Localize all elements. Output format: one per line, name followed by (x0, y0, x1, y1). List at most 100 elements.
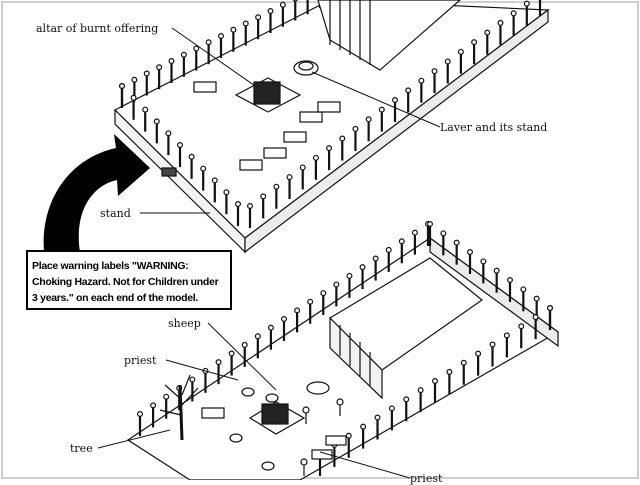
fence-post-cap (168, 57, 175, 64)
fence-post-cap (312, 154, 319, 161)
leader-laver (311, 71, 441, 128)
fence-post-cap (385, 246, 392, 253)
fence-post-cap (292, 0, 298, 2)
fence-post-cap (137, 411, 144, 418)
fence-post-cap (365, 116, 372, 123)
fence-post-cap (223, 189, 230, 196)
label-priest: priest (124, 354, 157, 367)
top-fence-left (118, 0, 322, 226)
fence-post-cap (480, 258, 487, 265)
bench (299, 111, 323, 123)
fence-post-cap (471, 39, 478, 46)
bottom-laver (306, 381, 330, 395)
fence-post-cap (267, 8, 274, 15)
top-altar (234, 77, 302, 113)
fence-post-cap (326, 145, 333, 152)
top-tent (317, 0, 461, 71)
warning-label-box: Place warning labels "WARNING: Choking H… (26, 250, 232, 310)
fence-post-cap (218, 32, 225, 39)
leader-lines (97, 27, 441, 479)
fence-post-cap (507, 277, 514, 284)
fence-post-cap (241, 341, 248, 348)
label-tree: tree (70, 442, 93, 455)
fence-post-cap (444, 58, 451, 65)
fence-post-cap (523, 0, 530, 7)
fence-post-cap (267, 324, 274, 331)
fence-post-cap (230, 26, 237, 33)
leader-priest-left (165, 359, 239, 381)
fence-post-cap (150, 402, 157, 409)
top-courtyard-model (113, 0, 550, 254)
fence-post-cap (493, 267, 500, 274)
bottom-priests (300, 398, 344, 476)
fence-post-cap (131, 76, 138, 83)
top-benches (193, 81, 341, 171)
fence-post-cap (193, 45, 200, 52)
bench (239, 159, 263, 171)
fence-post-cap (189, 376, 196, 383)
fence-post-cap (299, 164, 306, 171)
fence-post-cap (281, 316, 288, 323)
fence-post-cap (467, 249, 474, 256)
bench (283, 131, 307, 143)
fence-post-cap (156, 64, 163, 71)
fence-post-cap (533, 295, 540, 302)
fence-post-cap (247, 203, 254, 210)
fence-post-cap (432, 378, 439, 385)
bottom-altar (248, 401, 306, 435)
fence-post-cap (546, 305, 553, 312)
fence-post-cap (372, 255, 379, 262)
fence-post-cap (200, 165, 207, 172)
fence-post-cap (388, 405, 395, 412)
fence-post-cap (211, 177, 218, 184)
warning-label-text: Place warning labels "WARNING: Choking H… (32, 260, 219, 304)
fence-post-cap (286, 174, 293, 181)
fence-post-cap (273, 183, 280, 190)
fence-post-cap (489, 341, 496, 348)
fence-post-cap (398, 238, 405, 245)
fence-post-cap (440, 230, 447, 237)
top-laver (293, 60, 319, 76)
top-stand (161, 167, 177, 177)
fence-post-cap (235, 201, 242, 208)
fence-post-cap (143, 70, 150, 77)
fence-post-cap (153, 118, 160, 125)
fence-post-cap (352, 125, 359, 132)
fence-post-cap (360, 423, 367, 430)
fence-post-cap (418, 77, 425, 84)
fence-post-cap (130, 94, 137, 101)
fence-post-cap (446, 368, 453, 375)
fence-post-cap (374, 414, 381, 421)
fence-post-cap (294, 307, 301, 314)
fence-post-cap (417, 387, 424, 394)
curved-arrow (43, 134, 150, 252)
fence-post-cap (520, 286, 527, 293)
label-altar-of-burnt-offering: altar of burnt offering (36, 22, 159, 35)
fence-post-cap (497, 19, 504, 26)
fence-post-cap (205, 39, 212, 46)
fence-post-cap (118, 82, 125, 89)
bench (193, 81, 217, 93)
fence-post-cap (475, 350, 482, 357)
bottom-sheep (229, 387, 279, 471)
leader-sheep (207, 322, 277, 391)
fence-post-cap (378, 106, 385, 113)
fence-post-cap (163, 393, 170, 400)
fence-post-cap (518, 323, 525, 330)
label-stand: stand (100, 207, 131, 220)
fence-post-cap (453, 239, 460, 246)
fence-post-cap (165, 130, 172, 137)
fence-post-cap (403, 396, 410, 403)
fence-post-cap (411, 229, 418, 236)
bottom-benches (201, 407, 347, 460)
bench (317, 101, 341, 113)
fence-post-cap (359, 264, 366, 271)
fence-post-cap (177, 142, 184, 149)
fence-post-cap (345, 432, 352, 439)
fence-post-cap (339, 135, 346, 142)
fence-post-cap (260, 193, 267, 200)
fence-post-cap (255, 14, 262, 21)
fence-post-cap (405, 87, 412, 94)
fence-post-cap (279, 1, 286, 8)
